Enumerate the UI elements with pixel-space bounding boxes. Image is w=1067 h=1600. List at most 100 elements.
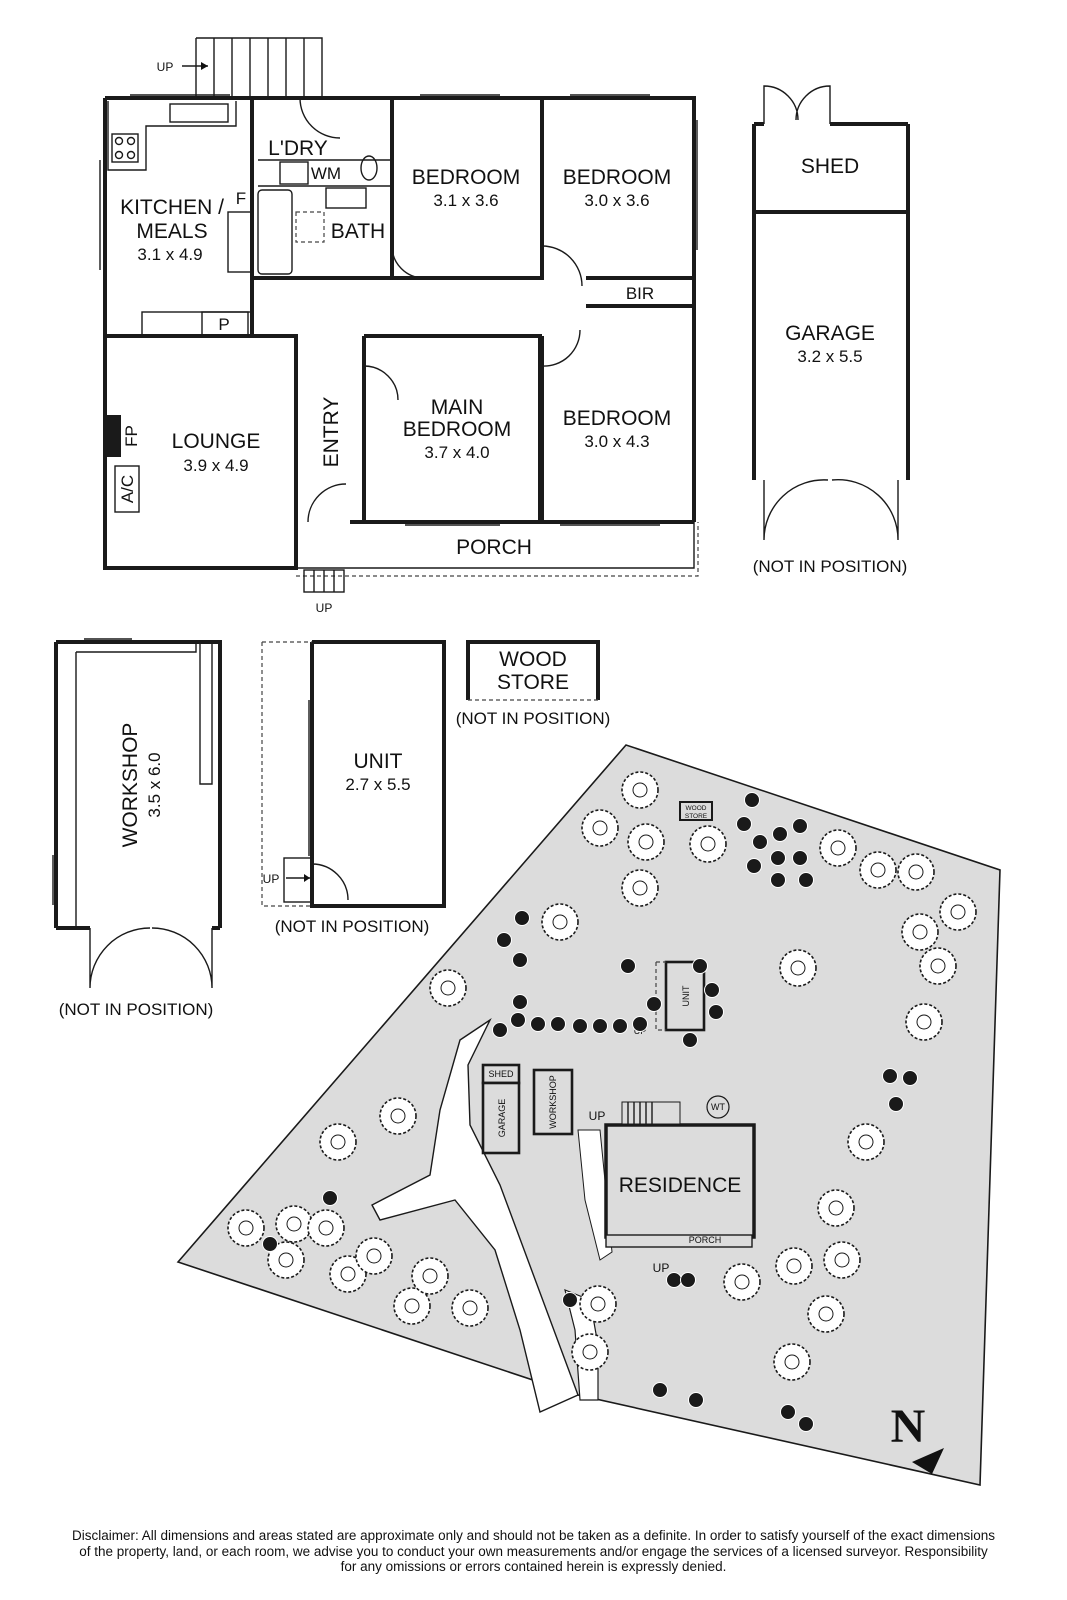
- tree-core: [590, 1296, 606, 1312]
- site-shed-label: SHED: [488, 1069, 514, 1079]
- tree-canopy: [859, 851, 897, 889]
- workshop-not-in-position: (NOT IN POSITION): [59, 1000, 214, 1019]
- tree-canopy: [817, 1189, 855, 1227]
- unit-up-label: UP: [263, 872, 280, 886]
- bir-label: BIR: [626, 284, 654, 303]
- tree-core: [786, 1258, 802, 1274]
- tree-canopy: [901, 913, 939, 951]
- site-garage-label: GARAGE: [497, 1099, 507, 1138]
- workshop: WORKSHOP 3.5 x 6.0 (NOT IN POSITION): [52, 638, 222, 1019]
- tree-canopy: [267, 1241, 305, 1279]
- main-house: UP: [99, 37, 699, 615]
- tree-core: [638, 834, 654, 850]
- site-boundary: [176, 744, 1001, 1486]
- shrub: [322, 1190, 338, 1206]
- tree-canopy: [275, 1205, 313, 1243]
- kitchen-label-2: MEALS: [136, 220, 207, 243]
- shrub: [688, 1392, 704, 1408]
- bedroom-2-dimensions: 3.0 x 3.6: [584, 191, 649, 210]
- tree-core: [834, 1252, 850, 1268]
- site-workshop-label: WORKSHOP: [548, 1075, 558, 1129]
- lounge-label: LOUNGE: [172, 430, 261, 453]
- tree-core: [632, 880, 648, 896]
- tree-canopy: [571, 1333, 609, 1371]
- disclaimer-line-1: Disclaimer: All dimensions and areas sta…: [71, 1528, 995, 1543]
- entry-label: ENTRY: [320, 397, 343, 468]
- tree-canopy: [227, 1209, 265, 1247]
- bedroom-2-label: BEDROOM: [563, 166, 672, 189]
- tree-core: [734, 1274, 750, 1290]
- tree-core: [422, 1268, 438, 1284]
- unit-dimensions: 2.7 x 5.5: [345, 775, 410, 794]
- shrub: [770, 850, 786, 866]
- tree-canopy: [723, 1263, 761, 1301]
- laundry-label: L'DRY: [268, 137, 328, 160]
- wood-store-not-in-position: (NOT IN POSITION): [456, 709, 611, 728]
- tree-canopy: [819, 829, 857, 867]
- disclaimer-line-2: of the property, land, or each room, we …: [79, 1543, 988, 1559]
- shrub: [550, 1016, 566, 1032]
- kitchen-dimensions: 3.1 x 4.9: [137, 245, 202, 264]
- tree-core: [592, 820, 608, 836]
- north-compass: N: [891, 1400, 944, 1474]
- tree-canopy: [807, 1295, 845, 1333]
- tree-canopy: [823, 1241, 861, 1279]
- tree-core: [784, 1354, 800, 1370]
- tree-core: [238, 1220, 254, 1236]
- tree-core: [632, 782, 648, 798]
- wood-store: WOOD STORE (NOT IN POSITION): [456, 640, 611, 728]
- lounge-dimensions: 3.9 x 4.9: [183, 456, 248, 475]
- shrub: [612, 1018, 628, 1034]
- main-bedroom-label-2: BEDROOM: [403, 418, 512, 441]
- main-bedroom-label-1: MAIN: [431, 396, 484, 419]
- shrub: [772, 826, 788, 842]
- tree-canopy: [919, 947, 957, 985]
- shrub: [652, 1382, 668, 1398]
- tree-canopy: [905, 1003, 943, 1041]
- disclaimer-line-3: for any omissions or errors contained he…: [340, 1559, 727, 1574]
- shrub: [512, 994, 528, 1010]
- site-plan: RESIDENCE PORCH UP UP WT SHED GARAGE WOR…: [176, 744, 1001, 1486]
- shrub: [510, 1012, 526, 1028]
- bedroom-3-dimensions: 3.0 x 4.3: [584, 432, 649, 451]
- bedroom-1-label: BEDROOM: [412, 166, 521, 189]
- tree-core: [930, 958, 946, 974]
- tree-core: [340, 1266, 356, 1282]
- site-residence-label: RESIDENCE: [619, 1174, 742, 1197]
- shrub: [492, 1022, 508, 1038]
- disclaimer: Disclaimer: All dimensions and areas sta…: [10, 1528, 1057, 1575]
- tree-canopy: [581, 809, 619, 847]
- unit-label: UNIT: [354, 750, 403, 773]
- tree-canopy: [379, 1097, 417, 1135]
- tree-canopy: [541, 903, 579, 941]
- shrub: [514, 910, 530, 926]
- workshop-label: WORKSHOP: [119, 723, 142, 848]
- shrub: [496, 932, 512, 948]
- tree-canopy: [773, 1343, 811, 1381]
- tree-canopy: [451, 1289, 489, 1327]
- site-wood-store-label-1: WOOD: [686, 805, 707, 812]
- site-porch-up-label: UP: [653, 1261, 670, 1275]
- site-porch-label: PORCH: [689, 1235, 722, 1245]
- tree-canopy: [939, 893, 977, 931]
- ac-label: A/C: [118, 475, 137, 503]
- bath-label: BATH: [331, 220, 385, 243]
- tree-core: [390, 1108, 406, 1124]
- workshop-dimensions: 3.5 x 6.0: [145, 752, 164, 817]
- shrub: [792, 818, 808, 834]
- site-residence-up-label: UP: [589, 1109, 606, 1123]
- pantry-label: P: [218, 315, 229, 334]
- porch-label: PORCH: [456, 536, 532, 559]
- tree-core: [286, 1216, 302, 1232]
- tree-core: [912, 924, 928, 940]
- garage-label: GARAGE: [785, 322, 875, 345]
- garage-not-in-position: (NOT IN POSITION): [753, 557, 908, 576]
- shrub: [882, 1068, 898, 1084]
- bedroom-3-label: BEDROOM: [563, 407, 672, 430]
- tree-core: [818, 1306, 834, 1322]
- shrub: [680, 1272, 696, 1288]
- rear-stairs: [182, 37, 323, 98]
- tree-core: [330, 1134, 346, 1150]
- tree-canopy: [689, 825, 727, 863]
- tree-core: [828, 1200, 844, 1216]
